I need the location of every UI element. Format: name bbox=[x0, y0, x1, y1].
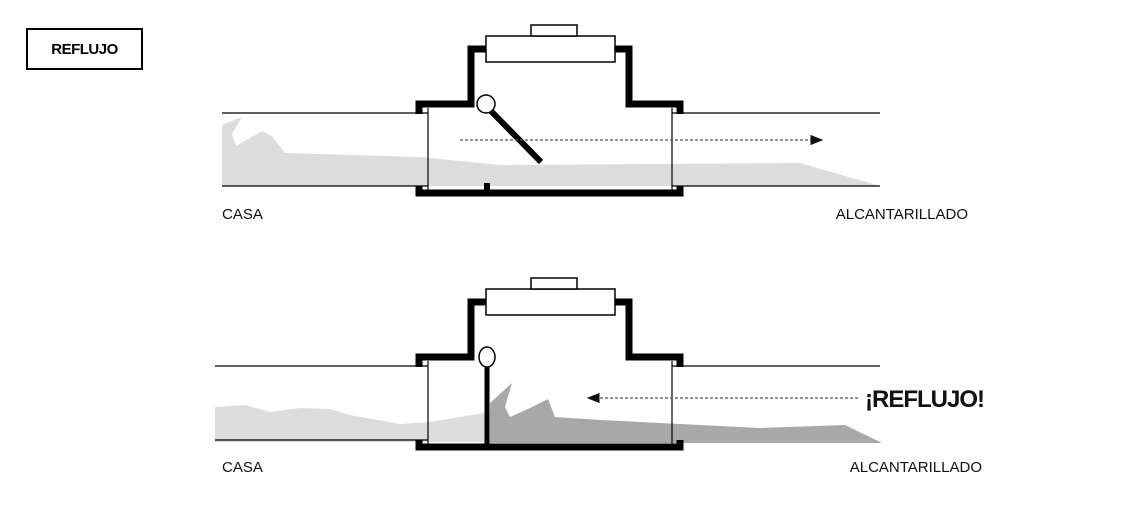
label-casa: CASA bbox=[222, 459, 263, 476]
valve-bottom bbox=[415, 440, 684, 451]
backflow-callout: ¡REFLUJO! bbox=[865, 386, 984, 413]
title-box: REFLUJO bbox=[26, 28, 143, 70]
hinge-icon bbox=[476, 94, 496, 114]
water bbox=[222, 117, 880, 186]
valve-cap-top bbox=[530, 24, 578, 37]
hinge-icon bbox=[478, 346, 496, 368]
valve-body bbox=[415, 45, 684, 114]
label-alcantarillado: ALCANTARILLADO bbox=[850, 459, 982, 476]
flap-open bbox=[487, 107, 544, 165]
valve-cap bbox=[485, 288, 616, 316]
valve-cap-top bbox=[530, 277, 578, 290]
normal-flow-diagram: CASA ALCANTARILLADO bbox=[222, 24, 968, 223]
backflow-water bbox=[490, 383, 882, 443]
valve-bottom bbox=[415, 186, 684, 197]
pipe bbox=[215, 361, 880, 444]
water bbox=[215, 405, 490, 442]
label-alcantarillado: ALCANTARILLADO bbox=[836, 206, 968, 223]
valve-cap bbox=[485, 35, 616, 63]
valve-body bbox=[415, 298, 684, 367]
backflow-diagram-closed: ¡REFLUJO! CASA ALCANTARILLADO bbox=[215, 277, 985, 476]
pipe bbox=[222, 108, 880, 190]
label-casa: CASA bbox=[222, 206, 263, 223]
